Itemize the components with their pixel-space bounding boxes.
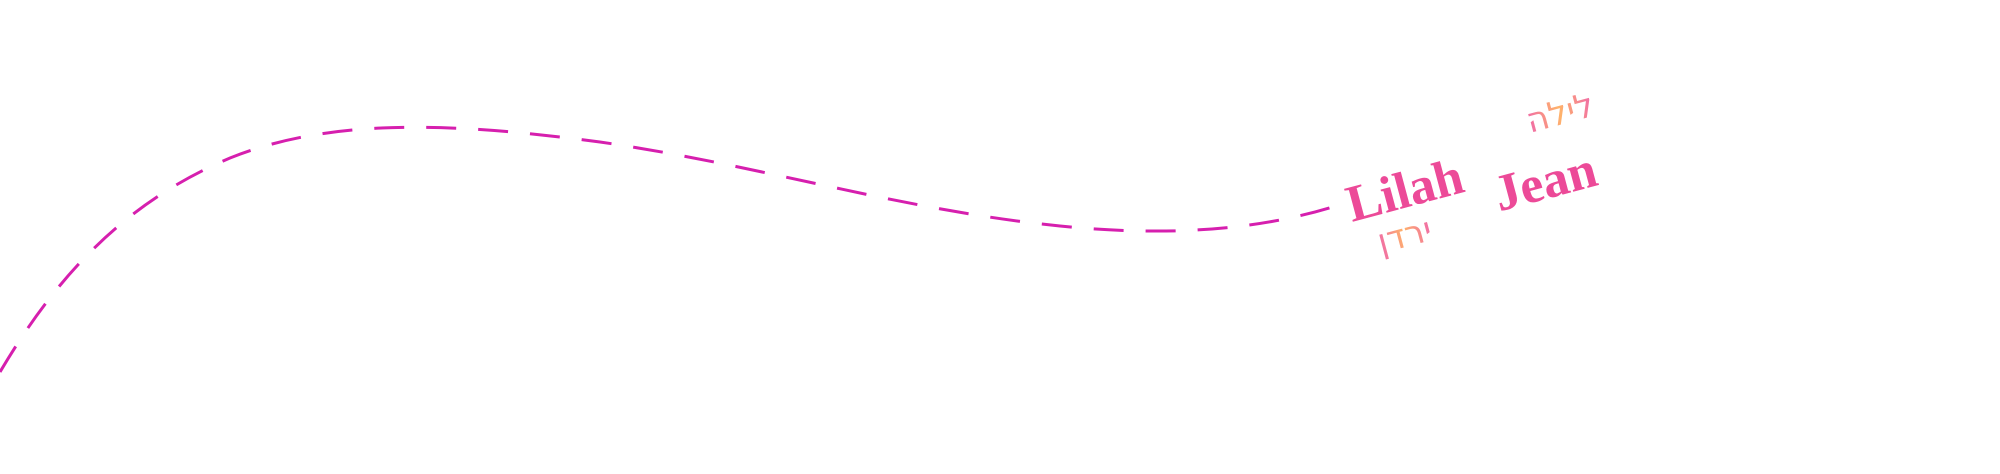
dashed-flight-path: [0, 125, 1346, 373]
logo: Lilah Jean לילה ירדן: [1340, 85, 1603, 262]
logo-hebrew-first: לילה: [1522, 85, 1598, 141]
logo-last-name: Jean: [1488, 141, 1603, 223]
